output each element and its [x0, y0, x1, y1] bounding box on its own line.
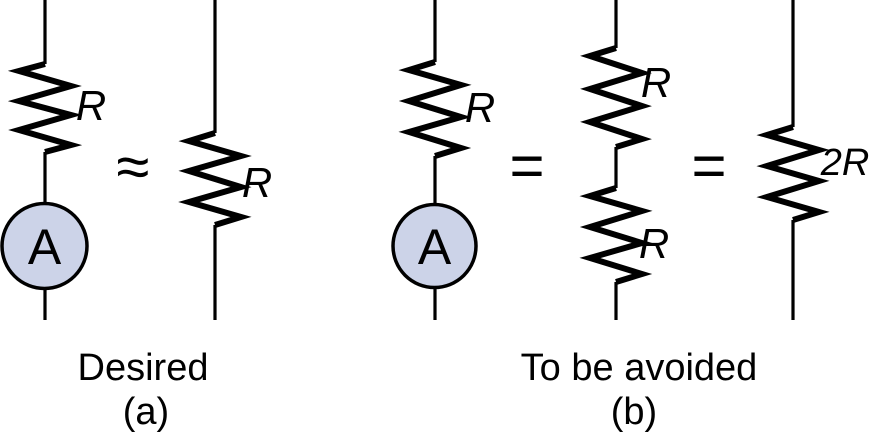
resistor-zigzag	[756, 124, 830, 223]
panel-b-sublabel: (b)	[611, 391, 657, 433]
panel-a-caption: Desired	[78, 347, 209, 389]
panel-b-caption: To be avoided	[521, 347, 758, 389]
panel-a-sublabel: (a)	[123, 391, 169, 433]
panel-a: R A ≈ R Desired (a)	[0, 0, 272, 433]
panel-b-equivalent-branch: 2R	[756, 0, 870, 320]
resistor-label: R	[242, 159, 272, 206]
resistor-label: R	[76, 82, 106, 129]
resistor-zigzag	[579, 185, 653, 285]
resistor-zigzag	[398, 59, 472, 159]
ammeter-label: A	[28, 219, 62, 275]
ammeter-circle	[0, 201, 89, 291]
resistor-zigzag	[7, 61, 83, 155]
resistor-zigzag	[178, 130, 252, 228]
equals-symbol: =	[509, 132, 544, 199]
panel-b-ammeter-branch: R A	[391, 0, 495, 320]
panel-b-series-branch: R R	[579, 0, 671, 320]
approx-symbol: ≈	[117, 133, 150, 200]
resistor-label: R	[465, 84, 495, 131]
resistor-zigzag	[580, 45, 652, 150]
resistor-label: R	[641, 59, 671, 106]
panel-b: R A = R R = 2R To be avoided (b)	[391, 0, 870, 433]
resistor-label: 2R	[820, 142, 870, 184]
ammeter-circle	[391, 202, 478, 290]
panel-a-equivalent-branch: R	[178, 0, 272, 320]
equals-symbol: =	[691, 132, 726, 199]
resistor-label: R	[639, 220, 669, 267]
ammeter-label: A	[418, 219, 452, 275]
panel-a-ammeter-branch: R A	[0, 0, 106, 320]
